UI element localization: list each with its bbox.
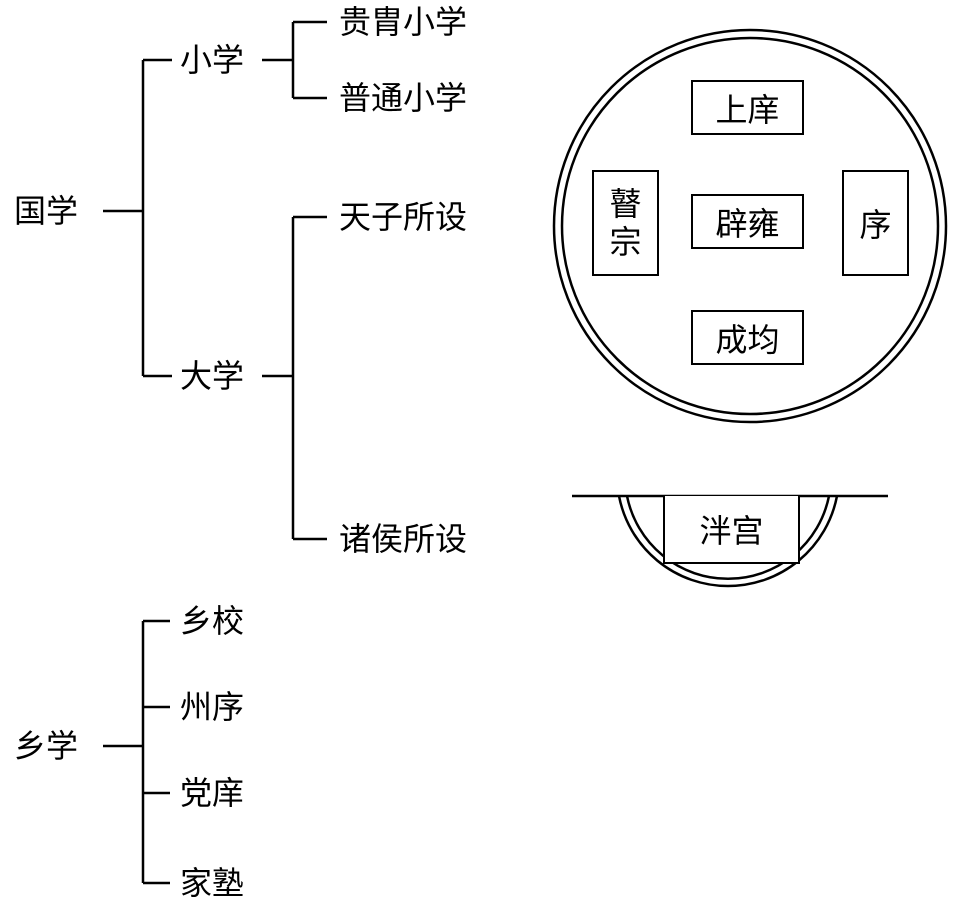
- node-daxue: 大学: [180, 357, 245, 395]
- box-pangong-label: 泮宫: [699, 512, 764, 550]
- box-biyong-label: 辟雍: [715, 204, 780, 243]
- biyong-inner-ring: [560, 36, 940, 416]
- node-xiangxue: 乡学: [14, 727, 79, 765]
- box-pangong: 泮宫: [663, 496, 800, 564]
- box-guzong: 瞽 宗: [592, 170, 659, 276]
- box-xu-label: 序: [859, 206, 892, 244]
- node-guizhou-xiaoxue: 贵胄小学: [339, 3, 468, 41]
- box-guzong-label-2: 宗: [609, 223, 642, 261]
- node-tianzi-suoshe: 天子所设: [339, 198, 468, 236]
- box-shangxiang-label: 上庠: [715, 90, 780, 129]
- pangong-inner-arc: [625, 495, 831, 581]
- node-xiangxiao: 乡校: [180, 602, 245, 640]
- box-biyong: 辟雍: [691, 194, 804, 249]
- node-jiashu: 家塾: [180, 864, 245, 902]
- box-chengjun-label: 成均: [715, 320, 780, 359]
- node-zhouxu: 州序: [180, 688, 245, 726]
- node-putong-xiaoxue: 普通小学: [339, 79, 468, 117]
- box-guzong-label-1: 瞽: [609, 185, 642, 223]
- node-xiaoxue: 小学: [180, 41, 245, 79]
- box-chengjun: 成均: [691, 310, 804, 365]
- biyong-outer-ring: [552, 28, 948, 424]
- box-xu: 序: [842, 170, 909, 276]
- node-guoxue: 国学: [14, 192, 79, 230]
- node-zhuhou-suoshe: 诸侯所设: [339, 520, 468, 558]
- node-dangxiang: 党庠: [180, 774, 245, 812]
- pangong-outer-arc: [617, 495, 839, 588]
- box-shangxiang: 上庠: [691, 80, 804, 135]
